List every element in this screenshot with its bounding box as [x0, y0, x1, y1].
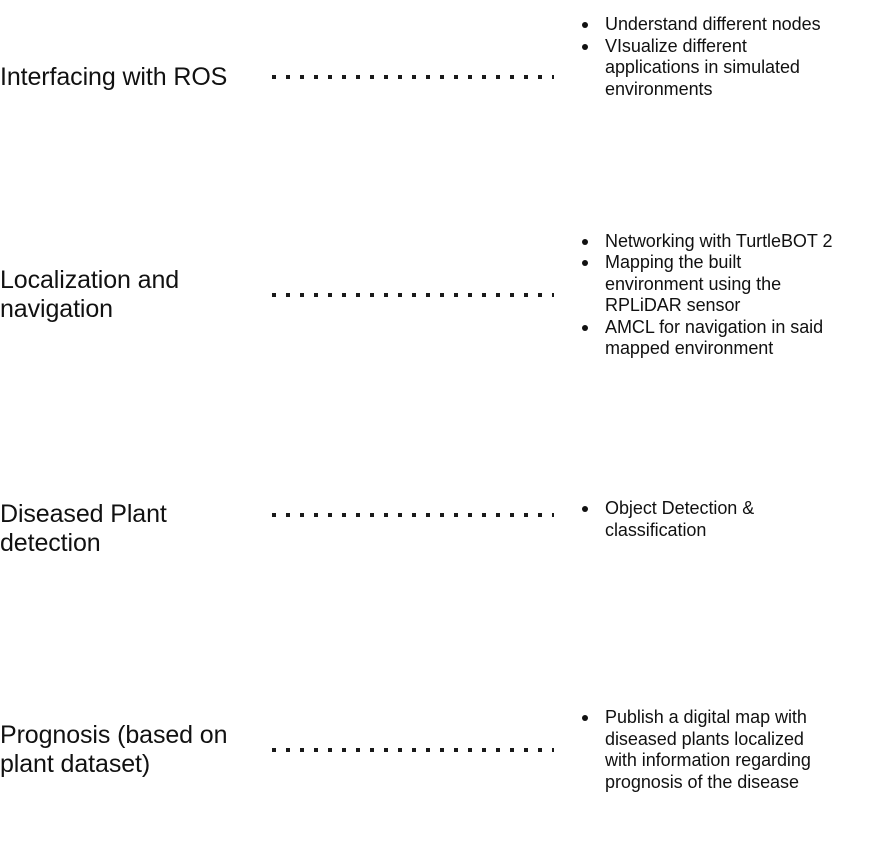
milestone-bullet-list: Object Detection & classification [554, 498, 881, 541]
dotted-connector [262, 64, 554, 90]
list-item-label: VIsualize different applications in simu… [605, 35, 800, 99]
milestone-row: Prognosis (based on plant dataset) Publi… [0, 680, 881, 820]
milestone-bullet-list: Networking with TurtleBOT 2 Mapping the … [554, 231, 881, 360]
milestone-row: Interfacing with ROS Understand differen… [0, 14, 881, 144]
milestone-title: Diseased Plant detection [0, 500, 167, 557]
list-item: Mapping the built environment using the … [580, 252, 837, 317]
milestone-bullet-list: Understand different nodes VIsualize dif… [554, 14, 881, 100]
milestone-bullet-list: Publish a digital map with diseased plan… [554, 707, 881, 793]
list-item-label: Networking with TurtleBOT 2 [605, 230, 833, 251]
list-item-label: AMCL for navigation in said mapped envir… [605, 316, 824, 359]
list-item: AMCL for navigation in said mapped envir… [580, 317, 837, 360]
dotted-leader-line [272, 293, 554, 297]
list-item-label: Publish a digital map with diseased plan… [605, 707, 811, 792]
dotted-leader-line [272, 75, 554, 79]
dotted-leader-line [272, 748, 554, 752]
list-item-label: Object Detection & classification [605, 498, 755, 540]
list-item: Object Detection & classification [580, 498, 837, 541]
milestone-title: Prognosis (based on plant dataset) [0, 721, 228, 778]
list-item-label: Understand different nodes [605, 14, 821, 34]
milestone-row: Diseased Plant detection Object Detectio… [0, 490, 881, 560]
list-item: VIsualize different applications in simu… [580, 36, 837, 101]
bullet-dot-icon [582, 43, 588, 50]
dotted-connector [262, 737, 554, 763]
milestone-title: Interfacing with ROS [0, 63, 228, 91]
list-item-label: Mapping the built environment using the … [605, 252, 782, 315]
dotted-connector [262, 502, 554, 528]
bullet-dot-icon [582, 506, 588, 512]
milestone-title: Localization and navigation [0, 266, 180, 323]
bullet-dot-icon [582, 715, 588, 721]
bullet-dot-icon [582, 238, 588, 245]
dotted-connector [262, 282, 554, 308]
list-item: Understand different nodes [580, 14, 837, 36]
list-item: Networking with TurtleBOT 2 [580, 231, 837, 253]
bullet-dot-icon [582, 324, 588, 331]
dotted-leader-line [272, 513, 554, 517]
bullet-dot-icon [582, 260, 588, 266]
bullet-dot-icon [582, 22, 588, 28]
milestone-row: Localization and navigation Networking w… [0, 200, 881, 390]
list-item: Publish a digital map with diseased plan… [580, 707, 837, 793]
